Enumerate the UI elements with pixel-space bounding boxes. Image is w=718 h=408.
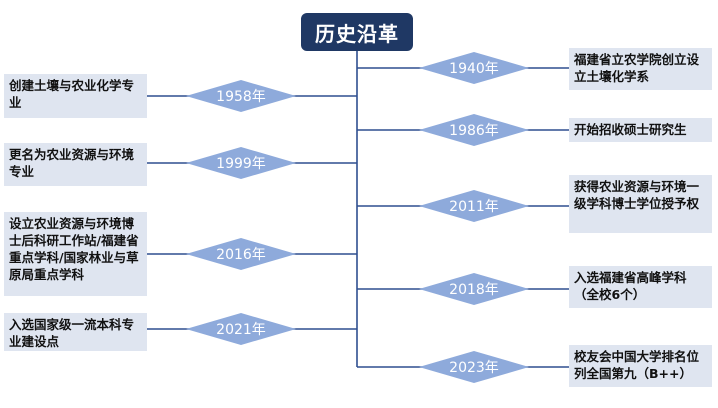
year-label-2016: 2016年 — [216, 247, 266, 263]
branch-right-2011 — [357, 190, 569, 222]
year-label-1986: 1986年 — [449, 123, 499, 139]
year-label-2011: 2011年 — [449, 199, 499, 215]
branch-left-2021 — [147, 313, 357, 345]
year-label-2018: 2018年 — [449, 282, 499, 298]
event-box-1940: 福建省立农学院创立设立土壤化学系 — [569, 48, 712, 90]
year-label-1958: 1958年 — [216, 89, 266, 105]
branch-left-1958 — [147, 80, 357, 112]
event-box-1986: 开始招收硕士研究生 — [569, 118, 712, 142]
year-label-1940: 1940年 — [449, 61, 499, 77]
event-box-1999: 更名为农业资源与环境专业 — [4, 143, 147, 186]
event-box-2016: 设立农业资源与环境博士后科研工作站/福建省重点学科/国家林业与草原局重点学科 — [4, 212, 147, 296]
branch-left-2016 — [147, 238, 357, 270]
branch-right-1940 — [357, 52, 569, 84]
event-box-2023: 校友会中国大学排名位列全国第九（B++） — [569, 345, 712, 387]
year-label-2023: 2023年 — [449, 360, 499, 376]
branch-right-2018 — [357, 273, 569, 305]
event-box-2011: 获得农业资源与环境一级学科博士学位授予权 — [569, 175, 712, 233]
event-box-1958: 创建土壤与农业化学专业 — [4, 74, 147, 118]
branch-right-1986 — [357, 114, 569, 146]
timeline-title: 历史沿革 — [301, 13, 413, 51]
year-label-1999: 1999年 — [216, 156, 266, 172]
branch-right-2023 — [357, 351, 569, 383]
event-box-2018: 入选福建省高峰学科（全校6个） — [569, 266, 712, 308]
branch-left-1999 — [147, 147, 357, 179]
event-box-2021: 入选国家级一流本科专业建设点 — [4, 313, 147, 351]
year-label-2021: 2021年 — [216, 322, 266, 338]
